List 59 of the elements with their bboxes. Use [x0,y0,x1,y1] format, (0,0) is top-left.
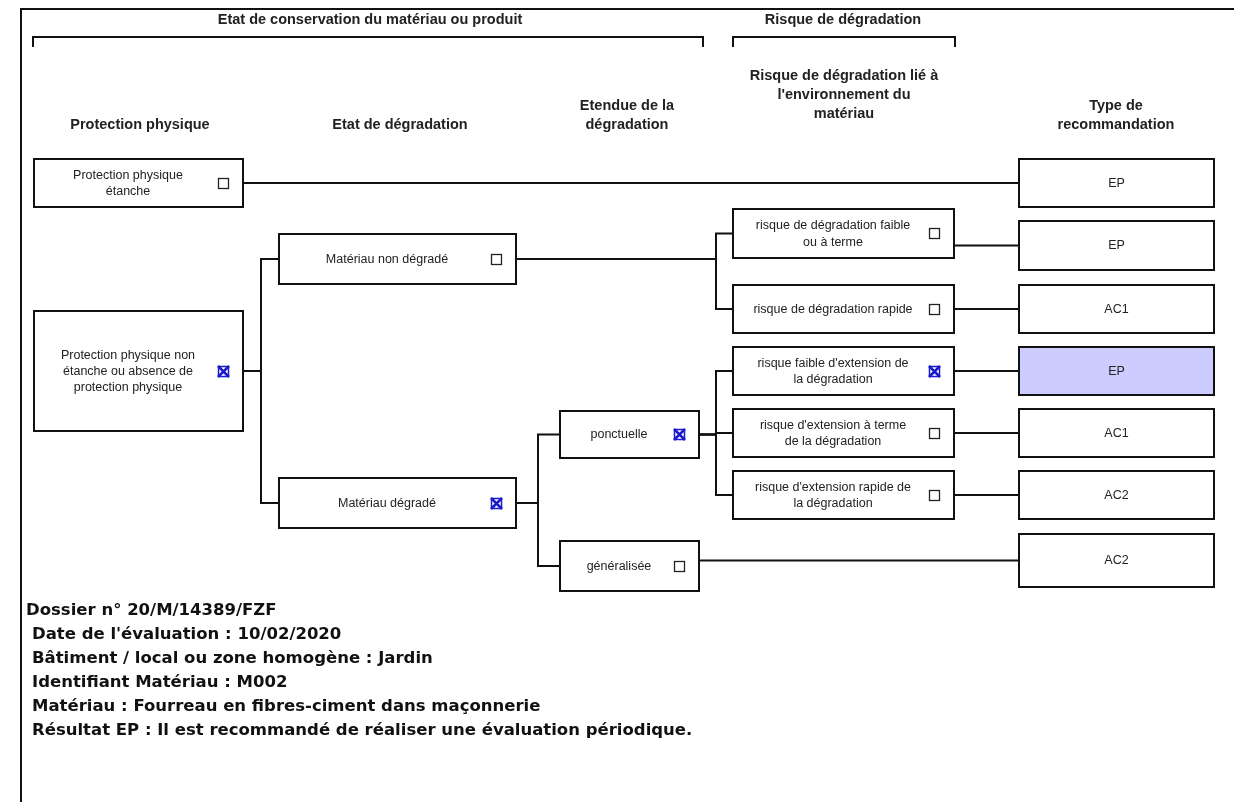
option-text: EP [1107,174,1126,192]
info-text: Dossier n° 20/M/14389/FZF [26,600,277,619]
column-heading: Type de recommandation [1056,96,1176,134]
connector-line [516,502,560,567]
option-box [559,540,700,592]
option-text: risque de dégradation faible ou à terme [754,217,912,250]
column-heading: Risque de dégradation lié à l'environnement du matériau [749,66,939,123]
option-box [278,477,517,529]
connector-line [954,308,1019,310]
info-text: Résultat EP : Il est recommandé de réaliser une évaluation périodique. [32,720,693,739]
option-text: AC2 [1103,486,1130,504]
option-box [732,408,955,458]
column-heading: Etat de conservation du matériau ou produit [216,10,524,29]
connector-line [954,432,1019,434]
connector-line [954,370,1019,372]
recommendation-box [1018,533,1215,588]
recommendation-box [1018,158,1215,208]
option-text: ponctuelle [589,426,649,443]
option-text: Protection physique non étanche ou absence de protection physique [59,346,197,396]
option-text: EP [1107,237,1126,254]
option-box [33,158,244,208]
option-box [33,310,244,432]
option-text: AC1 [1103,300,1130,318]
option-text: généralisée [585,557,653,575]
info-text: Date de l'évaluation : 10/02/2020 [32,624,342,643]
option-box [559,410,700,459]
option-text: Matériau non dégradé [324,250,450,268]
column-heading: Etat de dégradation [331,115,469,134]
option-box [732,284,955,334]
connector-line [954,494,1019,496]
recommendation-box [1018,220,1215,271]
connector-line [243,182,1019,184]
option-text: Protection physique étanche [72,166,184,200]
option-text: AC1 [1103,424,1130,442]
option-text: EP [1107,362,1126,380]
recommendation-box [1018,408,1215,458]
column-heading: Protection physique [69,115,211,134]
option-box [278,233,517,285]
connector-line [516,258,733,310]
option-text: AC2 [1103,552,1130,569]
option-text: risque d'extension rapide de la dégradation [754,478,912,512]
column-heading: Risque de dégradation [763,10,923,29]
connector-line [954,244,1019,247]
recommendation-box [1018,346,1215,396]
info-text: Bâtiment / local ou zone homogène : Jardin [32,648,433,667]
option-box [732,208,955,259]
connector-line [699,433,733,496]
info-text: Identifiant Matériau : M002 [32,672,288,691]
column-heading: Etendue de la dégradation [578,96,676,134]
recommendation-box [1018,284,1215,334]
info-text: Matériau : Fourreau en fibres-ciment dans maçonnerie [32,696,541,715]
connector-line [699,559,1019,562]
option-text: risque faible d'extension de la dégradation [756,354,910,388]
option-text: risque de dégradation rapide [752,300,914,318]
option-box [732,470,955,520]
recommendation-box [1018,470,1215,520]
option-text: Matériau dégradé [337,494,437,512]
option-box [732,346,955,396]
option-text: risque d'extension à terme de la dégradation [758,416,908,450]
